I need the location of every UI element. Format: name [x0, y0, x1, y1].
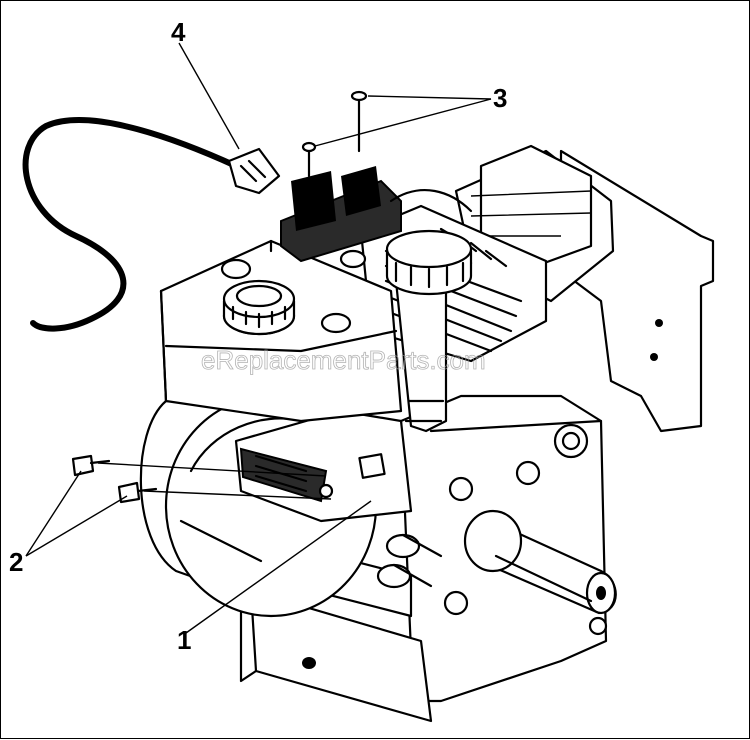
fuel-cap: [222, 279, 296, 336]
side-fittings: [376, 533, 443, 589]
part-3-screws: [301, 90, 368, 178]
blower-housing: [234, 409, 413, 523]
output-shaft: [463, 509, 617, 615]
starter-switch-box: [280, 166, 473, 263]
callout-4: 4: [171, 17, 186, 47]
oil-fill-tube: [385, 229, 473, 433]
leader-lines: [25, 42, 492, 634]
watermark: eReplacementParts.com: [201, 345, 486, 375]
callout-3: 3: [493, 83, 507, 113]
part-2-bolts: [71, 454, 158, 504]
tank-fittings: [220, 249, 367, 334]
power-cord: [22, 117, 281, 332]
callout-1: 1: [177, 625, 191, 655]
callout-2: 2: [9, 547, 23, 577]
